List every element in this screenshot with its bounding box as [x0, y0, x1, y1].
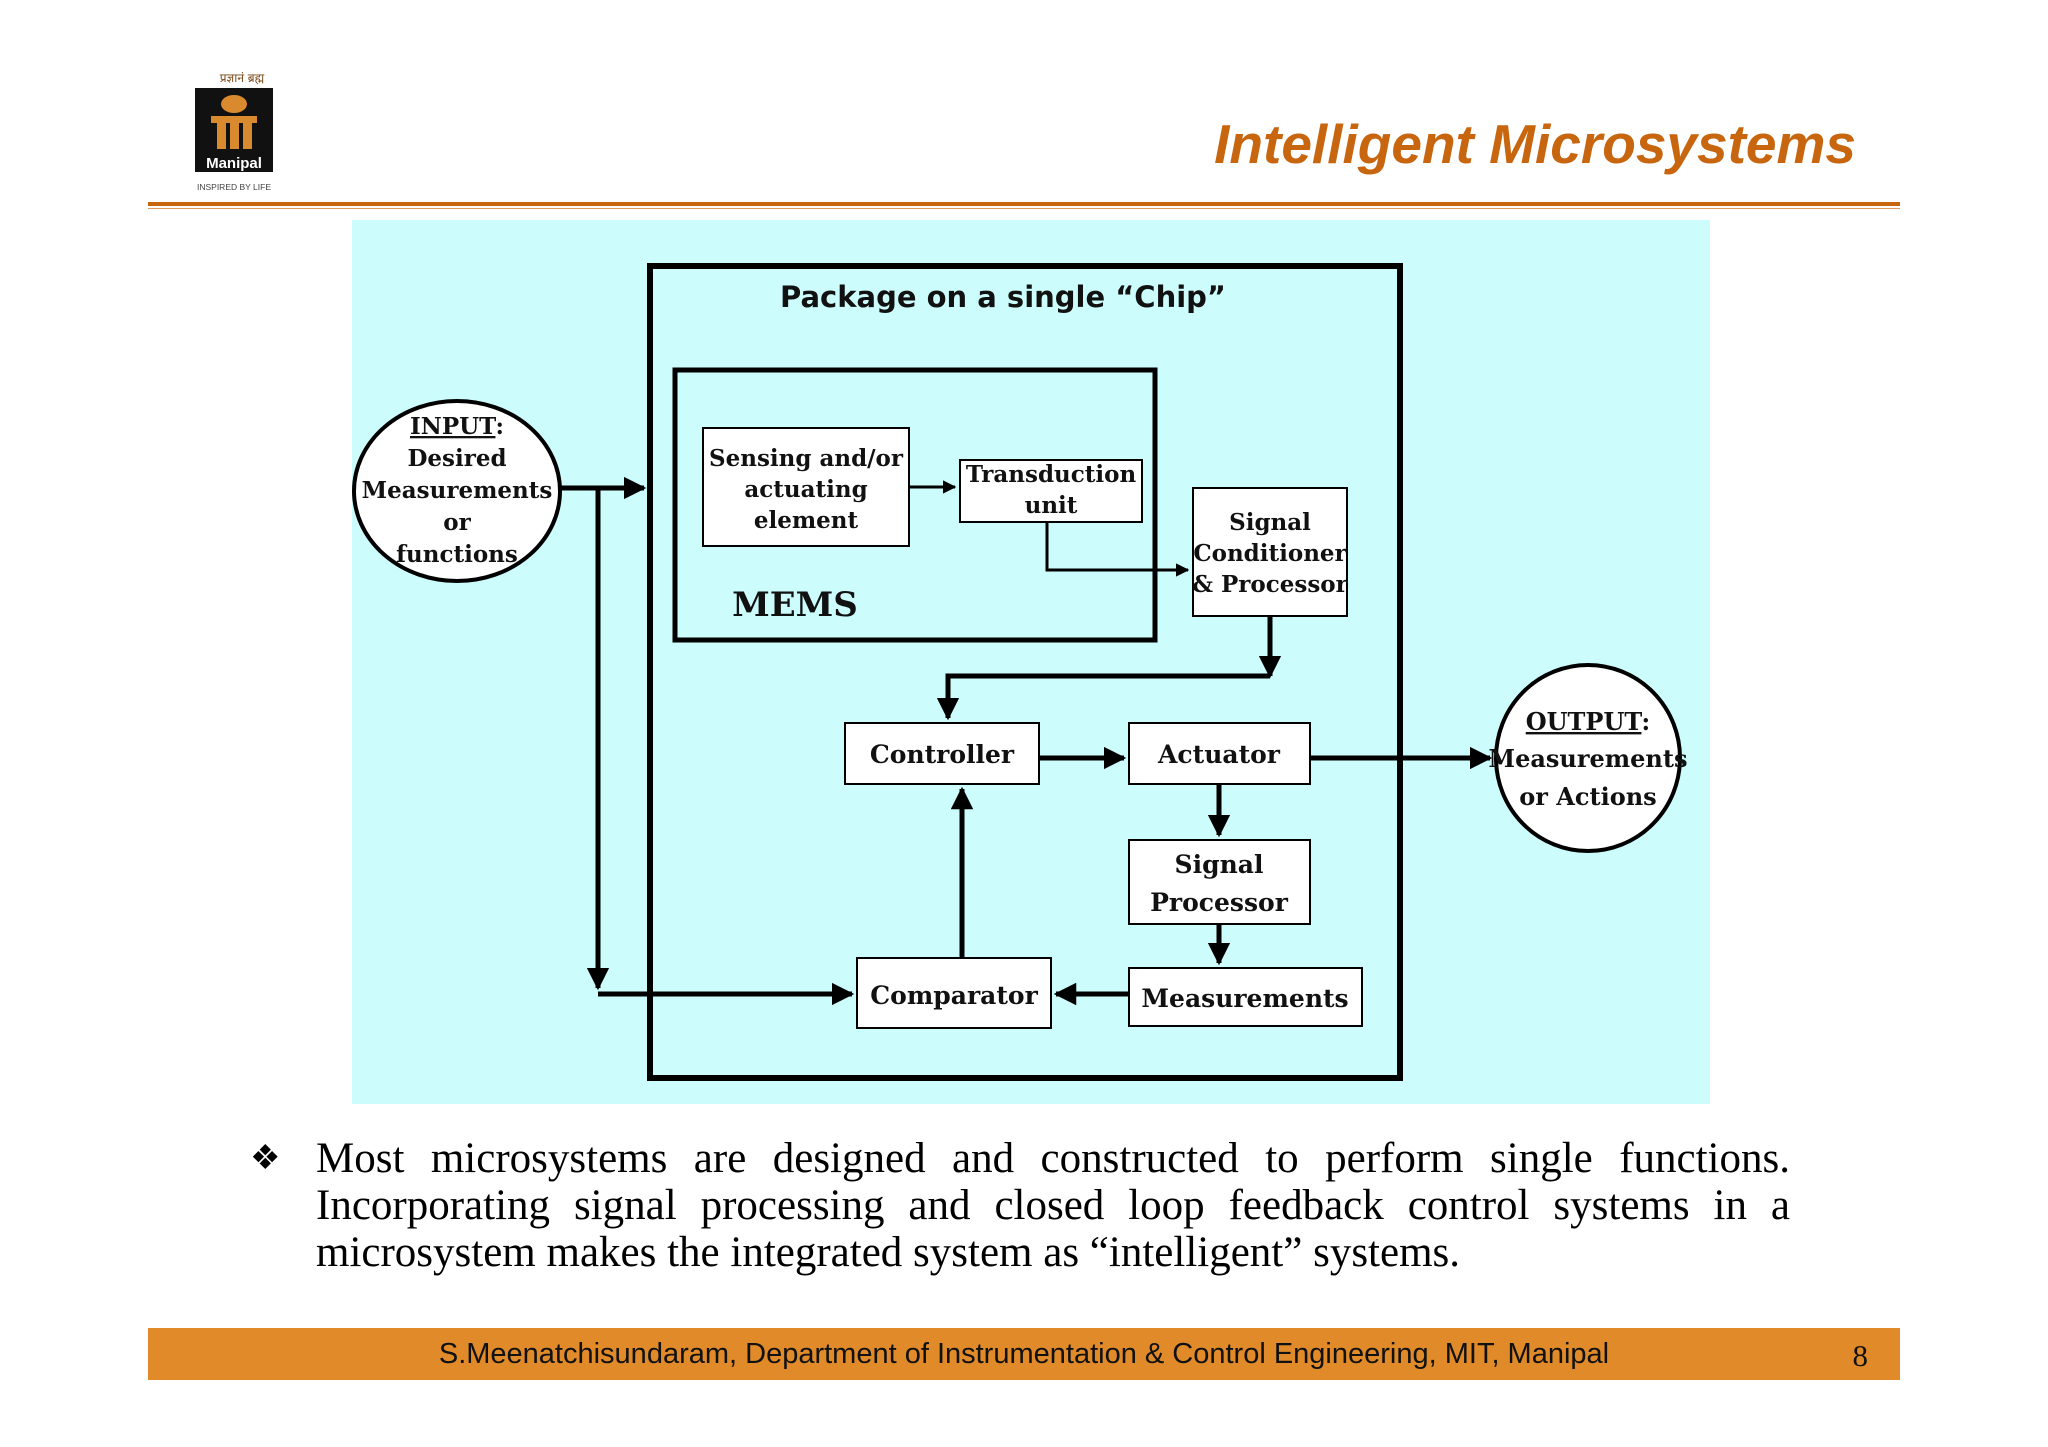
conditioner-line-1: Signal [1229, 509, 1311, 536]
comparator-label: Comparator [870, 981, 1038, 1010]
package-label: Package on a single “Chip” [780, 280, 1226, 314]
processor-line-2: Processor [1150, 888, 1289, 917]
chip-package-box [647, 263, 1403, 1081]
transduction-line-2: unit [1025, 492, 1078, 519]
input-ellipse [352, 399, 562, 583]
mems-label: MEMS [732, 585, 858, 625]
diamond-bullet-icon: ❖ [250, 1140, 281, 1177]
input-heading-word: INPUT [410, 413, 496, 440]
bullet-text: Most microsystems are designed and const… [316, 1135, 1790, 1276]
sensing-element-box [702, 427, 910, 547]
transduction-line-1: Transduction [966, 461, 1137, 488]
sensing-line-3: element [754, 507, 859, 534]
sensing-line-1: Sensing and/or [709, 445, 904, 472]
diagram-background [352, 220, 1710, 1104]
output-ellipse [1494, 663, 1682, 853]
actuator-label: Actuator [1157, 740, 1281, 769]
arrow-transduction-to-conditioner [1045, 522, 1190, 577]
input-line-1: Desired [407, 445, 506, 472]
conditioner-line-2: Conditioner [1193, 540, 1347, 567]
input-line-3: or [443, 509, 471, 536]
bullet-point: ❖ Most microsystems are designed and con… [250, 1135, 1790, 1276]
output-heading-colon: : [1641, 707, 1650, 736]
measurements-box [1128, 967, 1363, 1027]
controller-box [844, 722, 1040, 785]
logo-tagline: INSPIRED BY LIFE [197, 182, 271, 192]
title-divider-thin [148, 208, 1900, 209]
page-number: 8 [1852, 1338, 1869, 1373]
input-line-4: functions [396, 541, 518, 568]
output-heading-word: OUTPUT [1526, 707, 1643, 736]
title-divider [148, 202, 1900, 206]
slide-title: Intelligent Microsystems [1214, 113, 1856, 175]
signal-processor-box [1128, 839, 1311, 925]
logo-name: Manipal [206, 155, 262, 172]
manipal-logo: प्रज्ञानं ब्रह्म Manipal INSPIRED BY LIF… [195, 71, 273, 192]
footer-bar: S.Meenatchisundaram, Department of Instr… [148, 1328, 1900, 1380]
intelligent-microsystem-diagram: Package on a single “Chip” MEMS Sensing … [352, 220, 1710, 1104]
conditioner-line-3: & Processor [1192, 571, 1348, 598]
transduction-unit-box [959, 459, 1143, 523]
controller-label: Controller [870, 740, 1015, 769]
logo-motto: प्रज्ञानं ब्रह्म [220, 71, 265, 85]
measurements-label: Measurements [1141, 984, 1348, 1013]
output-heading: OUTPUT: [1526, 707, 1651, 736]
comparator-box [856, 957, 1052, 1029]
input-line-2: Measurements [362, 477, 553, 504]
arrow-to-controller [936, 673, 1270, 721]
output-line-1: Measurements [1489, 744, 1688, 773]
input-heading-colon: : [495, 413, 504, 440]
processor-line-1: Signal [1175, 850, 1264, 879]
output-line-2: or Actions [1519, 782, 1656, 811]
input-heading: INPUT: [410, 413, 504, 440]
sensing-line-2: actuating [744, 476, 867, 503]
footer-text: S.Meenatchisundaram, Department of Instr… [438, 1338, 1610, 1370]
mems-box [672, 367, 1158, 643]
